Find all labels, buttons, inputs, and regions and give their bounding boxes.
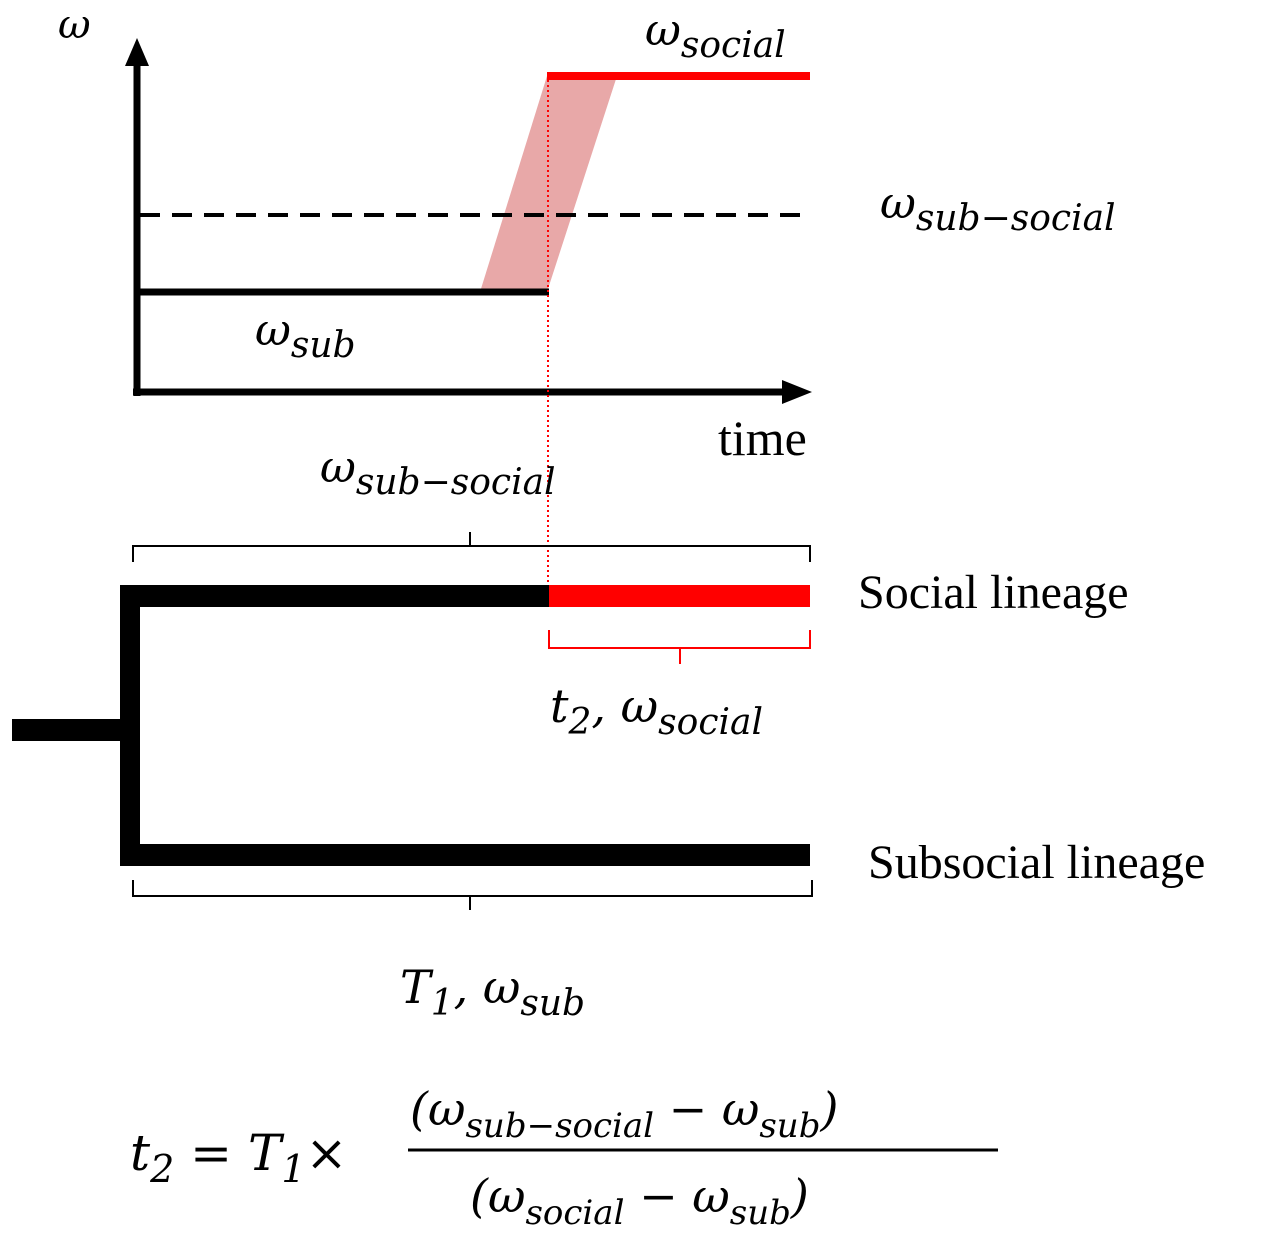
bottom-bracket [132, 880, 813, 910]
red-bracket-label: t2, ωsocial [550, 679, 763, 743]
social-lineage-label: Social lineage [858, 566, 1129, 619]
top-bracket [132, 532, 811, 562]
subsocial-lineage-label: Subsocial lineage [868, 836, 1205, 889]
formula-lhs: t2 = T1× [130, 1124, 347, 1191]
formula-numerator: (ωsub−social − ωsub) [410, 1082, 838, 1146]
formula-denominator: (ωsocial − ωsub) [470, 1169, 809, 1233]
bottom-bracket-label: T1, ωsub [400, 960, 585, 1024]
omega-sub-label: ωsub [255, 305, 356, 366]
social-lineage-red-branch [549, 585, 810, 607]
subsocial-lineage-branch [120, 844, 810, 866]
top-bracket-label: ωsub−social [320, 442, 556, 503]
y-axis-arrow-icon [125, 38, 149, 66]
x-axis-label: time [718, 410, 807, 466]
red-bracket [548, 630, 811, 664]
omega-sub-social-label: ωsub−social [880, 178, 1116, 239]
tree-root-branch [12, 719, 130, 741]
social-lineage-black-branch [120, 585, 550, 607]
omega-social-label: ωsocial [645, 5, 786, 66]
transition-shade [480, 76, 617, 292]
y-axis-label: ω [58, 2, 91, 48]
x-axis-arrow-icon [782, 380, 812, 404]
